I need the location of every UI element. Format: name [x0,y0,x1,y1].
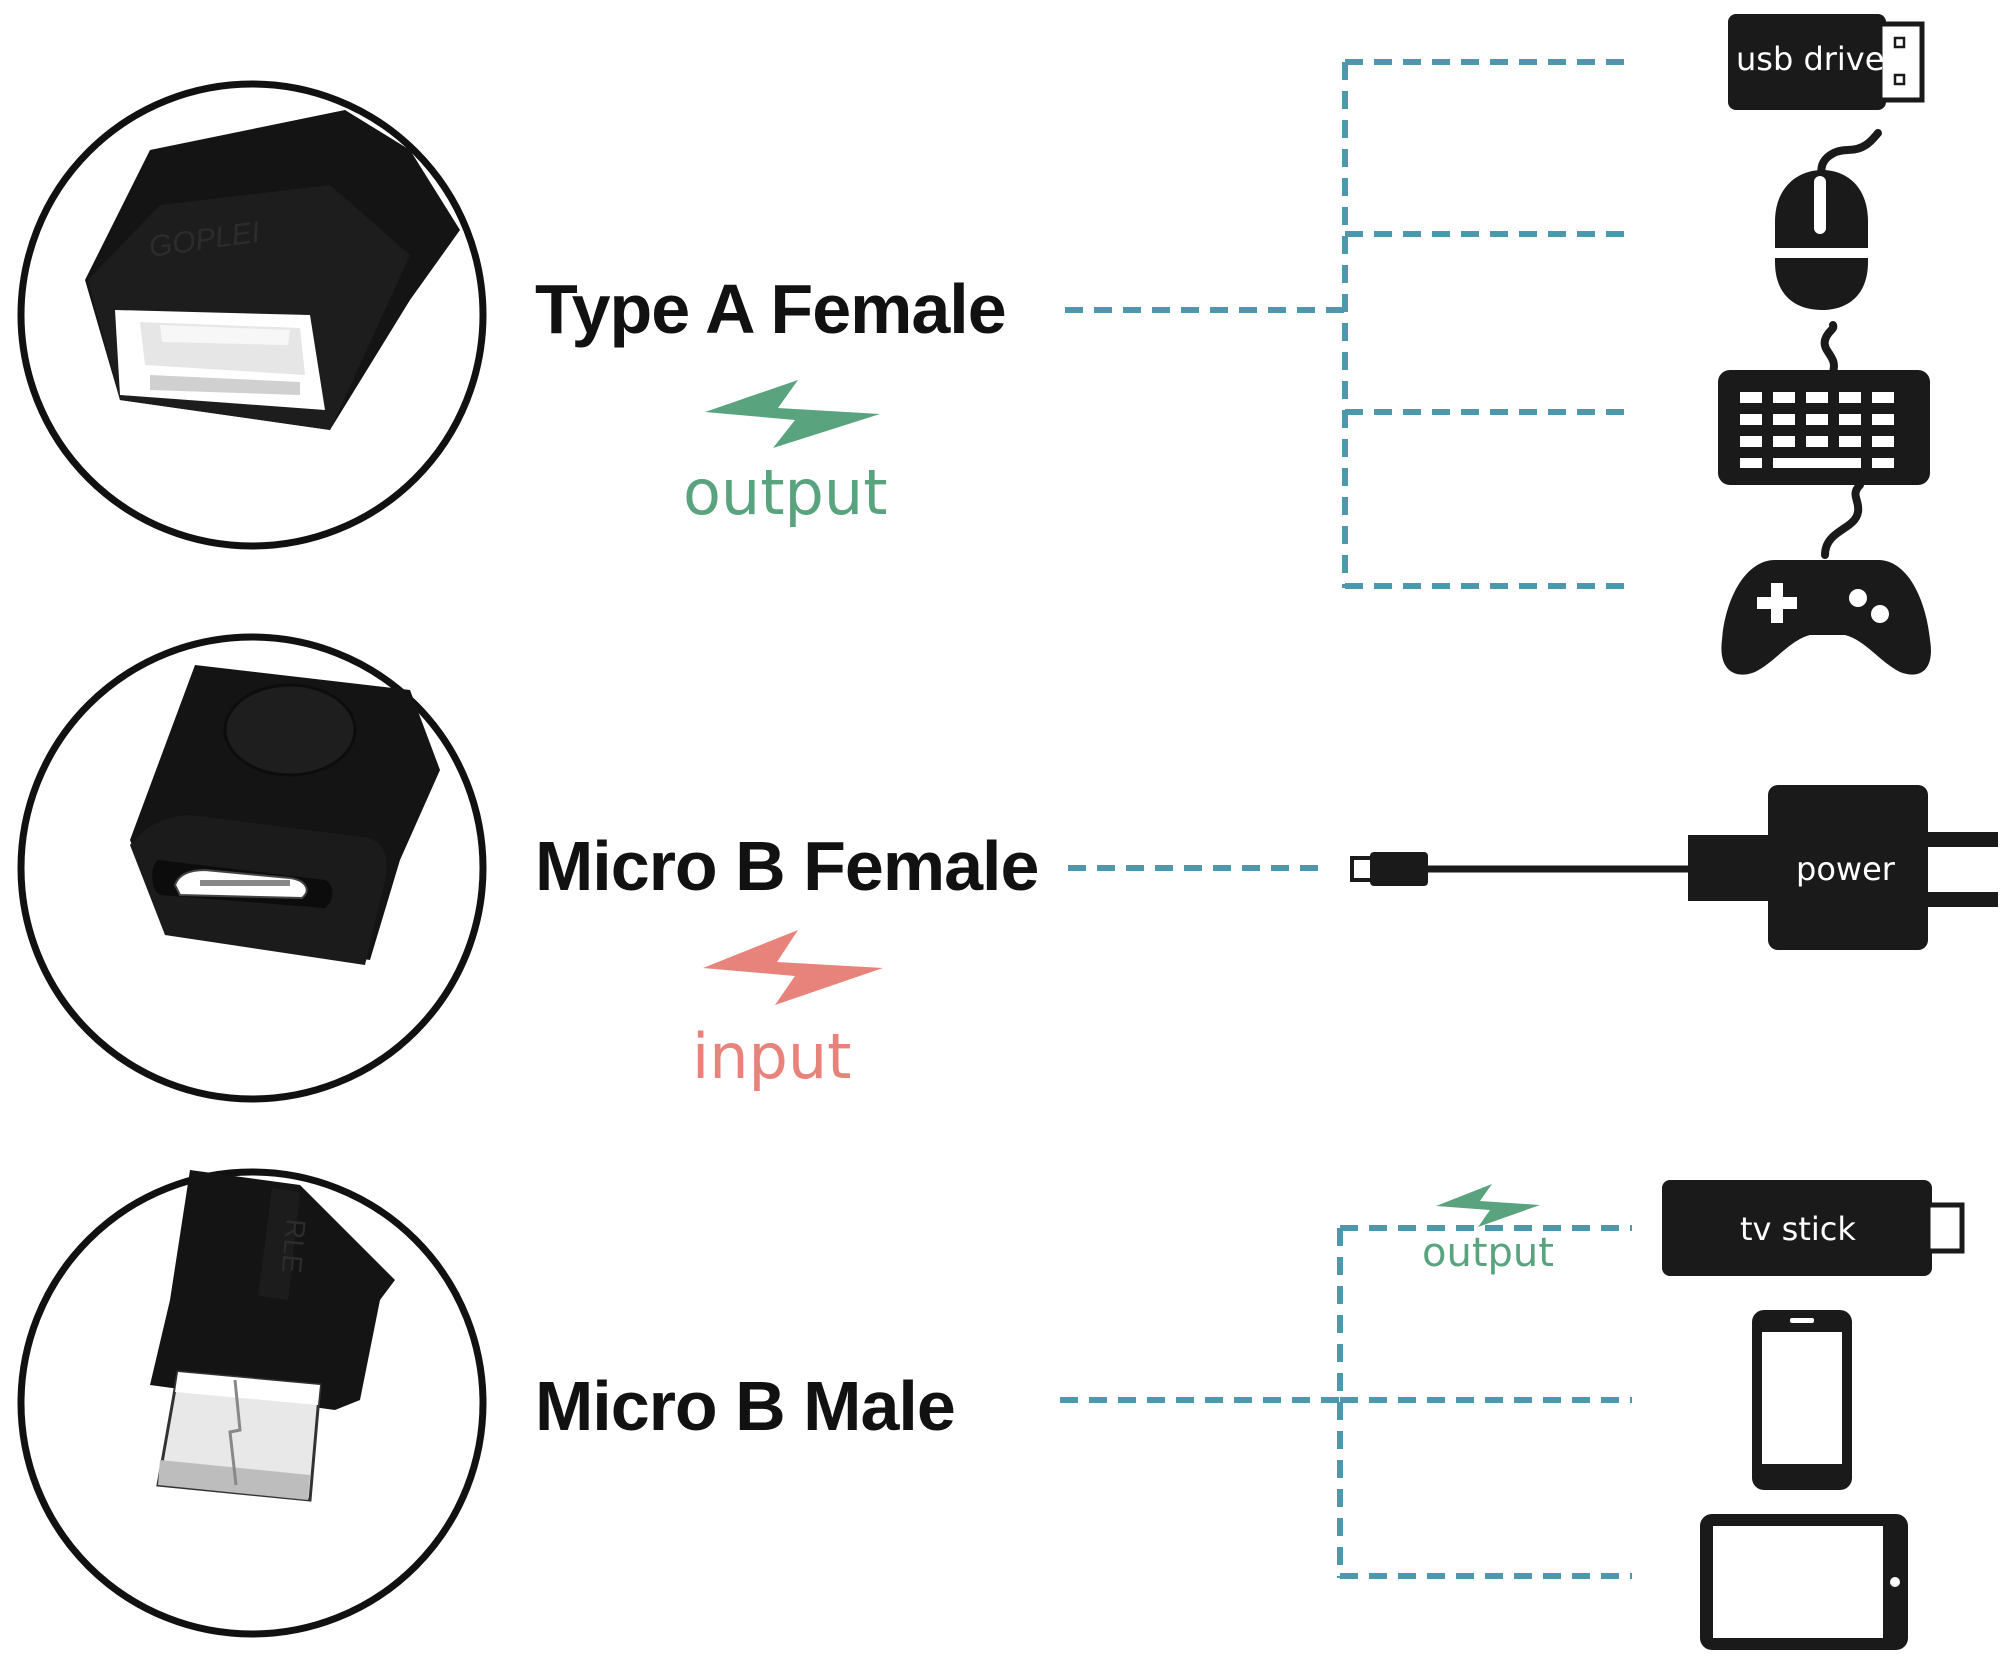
type-a-female-row: GOPLEI Type A Female output [17,14,1931,675]
usb-drive-icon: usb drive [1728,14,1925,110]
type-a-female-title: Type A Female [535,270,1006,348]
small-output-label: output [1422,1230,1554,1276]
output-bolt-icon [705,380,880,448]
micro-b-female-photo [17,633,487,1103]
power-adapter-icon: power [1350,785,1998,950]
micro-b-male-photo: RLE [17,1168,487,1638]
type-a-connector-lines [1065,59,1635,589]
keyboard-icon [1718,321,1930,485]
micro-b-male-connector-lines [1060,1225,1632,1579]
phone-icon [1752,1310,1852,1490]
tablet-icon [1700,1514,1908,1650]
output-label: output [683,456,888,529]
micro-b-male-title: Micro B Male [535,1367,955,1445]
gamepad-icon [1721,481,1931,675]
type-a-female-photo: GOPLEI [17,80,487,550]
usb-drive-label: usb drive [1736,40,1884,78]
brand-mark-vertical: RLE [276,1218,312,1275]
tv-stick-icon: tv stick [1662,1180,1965,1276]
mouse-icon [1775,129,1882,310]
tv-stick-label: tv stick [1740,1210,1856,1248]
small-output-bolt-icon [1436,1184,1540,1227]
power-label: power [1796,850,1896,888]
micro-b-female-row: Micro B Female input power [17,633,1998,1103]
input-bolt-icon [703,930,883,1005]
micro-b-male-row: RLE Micro B Male output tv stick [17,1168,1965,1650]
input-label: input [692,1020,851,1093]
micro-b-female-title: Micro B Female [535,827,1038,905]
